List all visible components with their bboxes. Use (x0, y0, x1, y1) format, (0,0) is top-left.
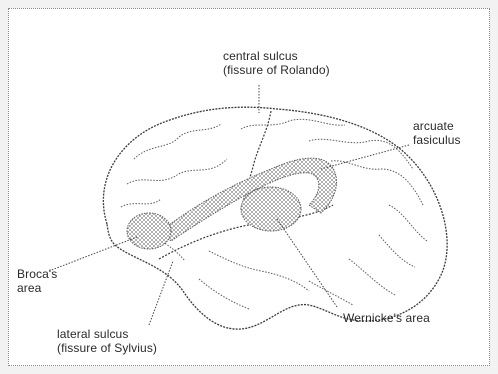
label-broca-line1: Broca's (17, 267, 57, 281)
diagram-frame: central sulcus (fissure of Rolando) arcu… (8, 8, 490, 366)
label-arcuate-fasciculus: arcuate fasiculus (413, 119, 461, 147)
label-lateral-sulcus: lateral sulcus (fissure of Sylvius) (57, 327, 157, 355)
label-lateral-sulcus-line1: lateral sulcus (57, 327, 157, 341)
label-central-sulcus-line1: central sulcus (223, 49, 330, 63)
wernicke-area-shape (241, 187, 301, 231)
label-lateral-sulcus-line2: (fissure of Sylvius) (57, 341, 157, 355)
label-broca-line2: area (17, 281, 57, 295)
label-arcuate-line1: arcuate (413, 119, 461, 133)
label-central-sulcus-line2: (fissure of Rolando) (223, 63, 330, 77)
label-wernicke-area: Wernicke's area (343, 311, 430, 325)
label-arcuate-line2: fasiculus (413, 133, 461, 147)
label-broca-area: Broca's area (17, 267, 57, 295)
label-central-sulcus: central sulcus (fissure of Rolando) (223, 49, 330, 77)
broca-area-shape (127, 213, 171, 249)
label-wernicke-line1: Wernicke's area (343, 311, 430, 325)
